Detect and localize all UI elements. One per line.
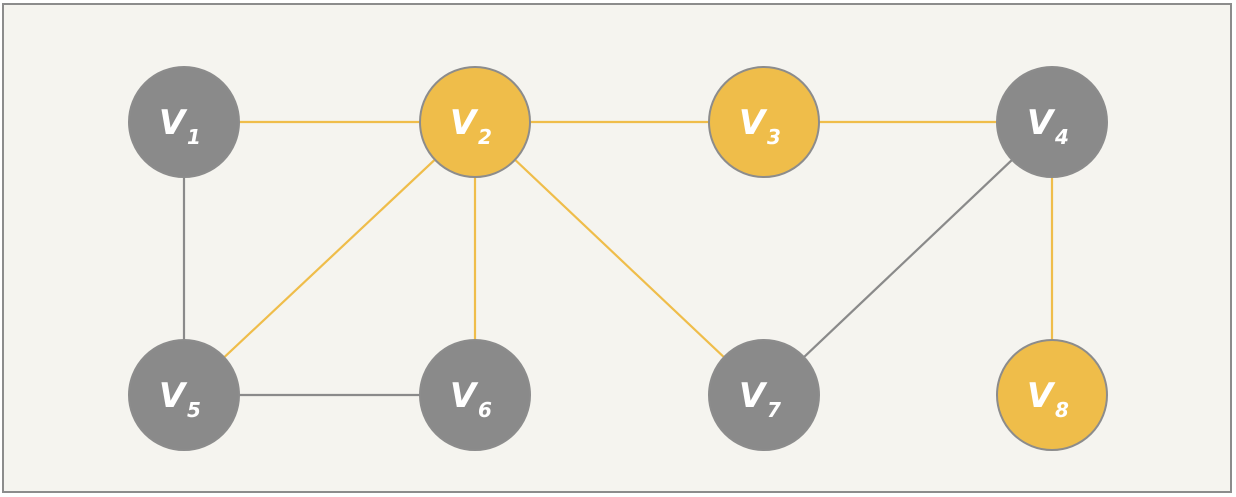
edge-v2-v7 xyxy=(474,121,765,396)
node-label: V xyxy=(450,376,479,416)
node-label: V xyxy=(450,103,479,143)
node-label: V xyxy=(1027,103,1056,143)
node-subscript: 3 xyxy=(767,125,781,149)
node-subscript: 1 xyxy=(187,125,201,149)
node-label: V xyxy=(739,103,768,143)
node-subscript: 5 xyxy=(187,398,201,422)
node-circle xyxy=(708,339,820,451)
node-label: V xyxy=(159,103,188,143)
node-circle xyxy=(419,339,531,451)
node-label: V xyxy=(159,376,188,416)
node-subscript: 8 xyxy=(1055,398,1069,422)
node-circle xyxy=(128,339,240,451)
node-subscript: 7 xyxy=(767,398,781,422)
node-subscript: 2 xyxy=(478,125,492,149)
node-subscript: 4 xyxy=(1054,125,1069,149)
node-circle xyxy=(996,66,1108,178)
node-circle xyxy=(128,66,240,178)
node-circle xyxy=(996,339,1108,451)
edge-v7-v4 xyxy=(763,121,1053,396)
node-subscript: 6 xyxy=(478,398,492,422)
edges-layer xyxy=(182,120,1054,397)
edge-v2-v5 xyxy=(183,121,476,396)
node-circle xyxy=(419,66,531,178)
node-circle xyxy=(708,66,820,178)
node-label: V xyxy=(1027,376,1056,416)
node-label: V xyxy=(739,376,768,416)
